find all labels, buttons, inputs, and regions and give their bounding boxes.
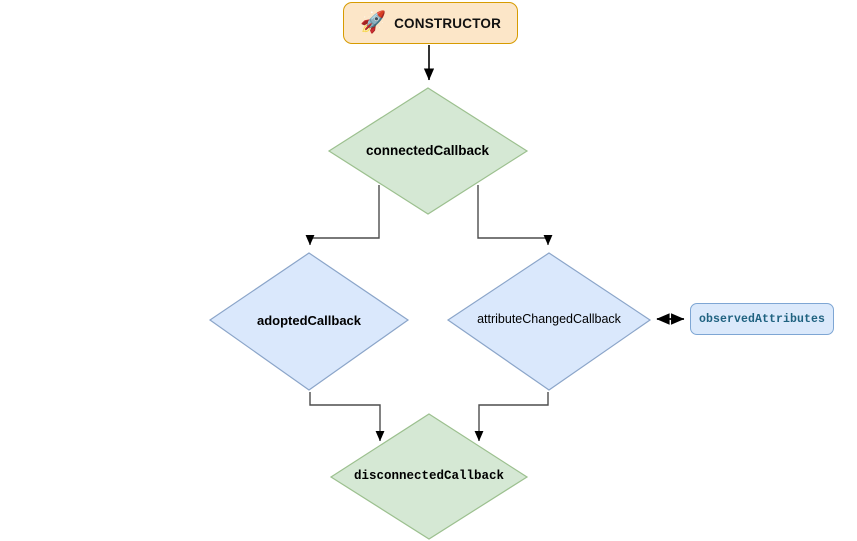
connected-callback-label: connectedCallback [365, 143, 490, 158]
node-constructor[interactable]: 🚀 CONSTRUCTOR [343, 2, 518, 44]
edge-connected-to-attribute-changed [477, 185, 553, 246]
diamond-disconnected-callback[interactable] [329, 413, 529, 540]
disconnected-callback-label: disconnectedCallback [353, 469, 505, 483]
diamond-connected-callback[interactable] [327, 87, 529, 215]
edge-attribute-changed-to-disconnected [474, 392, 549, 442]
attribute-changed-callback-label: attributeChangedCallback [477, 312, 621, 326]
rocket-icon: 🚀 [359, 10, 387, 34]
observed-attributes-label: observedAttributes [698, 312, 826, 326]
adopted-callback-label: adoptedCallback [256, 313, 362, 328]
node-observed-attributes[interactable]: observedAttributes [690, 303, 834, 335]
diamond-adopted-callback[interactable] [208, 252, 410, 391]
diamond-attribute-changed-callback[interactable] [446, 252, 652, 391]
edge-connected-to-adopted [305, 185, 380, 246]
edge-adopted-to-disconnected [309, 392, 385, 442]
constructor-label: CONSTRUCTOR [394, 15, 502, 31]
